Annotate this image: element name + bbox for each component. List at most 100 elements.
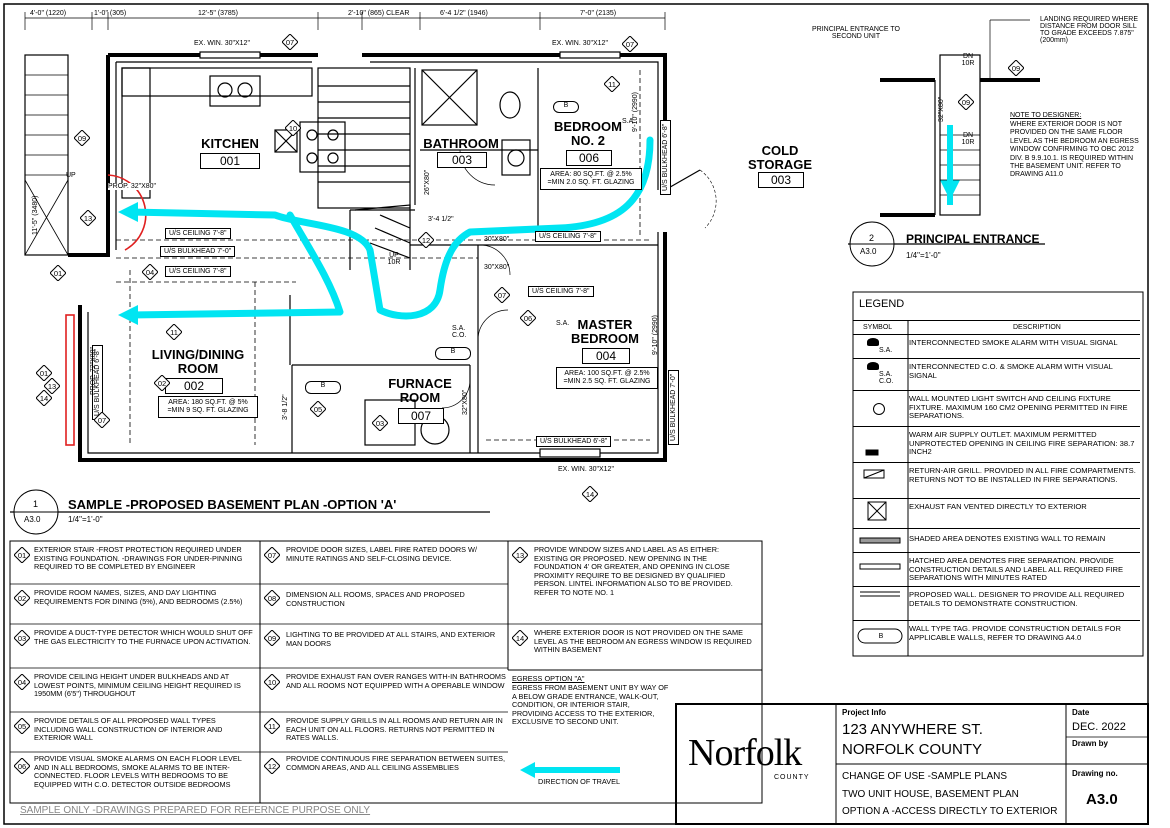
legend-row: EXHAUST FAN VENTED DIRECTLY TO EXTERIOR [853,498,1140,529]
legend-row: WARM AIR SUPPLY OUTLET. MAXIMUM PERMITTE… [853,426,1140,463]
footer-disclaimer: SAMPLE ONLY -DRAWINGS PREPARED FOR REFER… [20,805,371,816]
legend-description: INTERCONNECTED C.O. & SMOKE ALARM WITH V… [909,362,1113,380]
wall-type-tag: B [305,381,341,394]
note-tag-icon: 13 [512,547,528,563]
note-tag-icon: 07 [264,547,280,563]
note-tag-icon: 14 [582,486,598,502]
co-alarm-label: S.A. C.O. [452,325,467,339]
room-number-bedroom2: 006 [566,150,612,166]
legend: LEGEND SYMBOL DESCRIPTION S.A. INTERCONN… [853,292,1143,656]
note-tag-icon: 04 [14,674,30,690]
proposed-wall-icon [853,587,854,588]
project-address-line2: NORFOLK COUNTY [842,741,983,758]
door-size-label: 26"X80" [424,169,431,195]
window-label: EX. WIN. 30"X12" [194,40,250,47]
note-tag-icon: 14 [512,630,528,646]
designer-note-title: NOTE TO DESIGNER: [1010,112,1082,119]
smoke-alarm-label: S.A. [622,118,636,125]
legend-description: HATCHED AREA DENOTES FIRE SEPARATION. PR… [909,556,1124,583]
travel-arrowheads [118,180,960,325]
legend-symbol-header: SYMBOL [863,324,893,331]
legend-row: S.A. INTERCONNECTED SMOKE ALARM WITH VIS… [853,334,1140,359]
note-tag-icon: 11 [604,76,620,92]
entrance-down-label: DN 10R [961,132,975,146]
legend-row: SHADED AREA DENOTES EXISTING WALL TO REM… [853,528,1140,553]
room-name-bathroom: BATHROOM [423,136,499,151]
entrance-ref-number: 2 [869,233,875,243]
note-text: PROVIDE SUPPLY GRILLS IN ALL ROOMS AND R… [286,716,503,743]
note-tag-icon: 05 [310,401,326,417]
note-text: PROVIDE DETAILS OF ALL PROPOSED WALL TYP… [34,716,223,743]
legend-row: S.A. C.O. INTERCONNECTED C.O. & SMOKE AL… [853,358,1140,391]
note-tag-icon: 11 [264,718,280,734]
title-block: Norfolk COUNTY Project Info 123 ANYWHERE… [676,704,1148,824]
note-tag-icon: 04 [142,264,158,280]
note-text: PROVIDE WINDOW SIZES AND LABEL AS AS EIT… [534,545,733,598]
note-tag-icon: 07 [494,287,510,303]
entrance-second-unit-label: PRINCIPAL ENTRANCE TO SECOND UNIT [811,26,901,40]
room-name-cold-storage: COLD STORAGE [747,143,813,172]
dimension-text: 11'-5" (3480) [32,195,39,236]
entrance-scale: 1/4"=1'-0" [906,251,941,260]
note-tag-icon: 01 [50,265,66,281]
dimension-text: 3'-4 1/2" [428,216,454,223]
existing-wall-icon [853,529,854,530]
note-tag-icon: 07 [622,36,638,52]
drawing-description-line1: CHANGE OF USE -SAMPLE PLANS [842,771,1008,782]
legend-symbol-glyphs [857,449,903,644]
room-name-furnace: FURNACE ROOM [388,376,452,405]
note-text: WHERE EXTERIOR DOOR IS NOT PROVIDED ON T… [534,628,752,655]
legend-row: PROPOSED WALL. DESIGNER TO PROVIDE ALL R… [853,586,1140,621]
note-tag-icon: 07 [282,34,298,50]
legend-description: RETURN-AIR GRILL. PROVIDED IN ALL FIRE C… [909,466,1136,484]
room-number-master: 004 [582,348,630,364]
dimension-text: 4'-0" (1220) [30,10,67,17]
drawing-number: A3.0 [1086,791,1118,808]
dimension-text: 7'-0" (2135) [580,10,617,17]
dimension-text: 6'-4 1/2" (1946) [440,10,488,17]
note-tag-icon: 01 [36,365,52,381]
note-tag-icon: 14 [36,390,52,406]
note-tag-icon: 09 [958,94,974,110]
window-label: EX. WIN. 30"X12" [558,466,614,473]
legend-description: WALL MOUNTED LIGHT SWITCH AND CEILING FI… [909,394,1128,421]
note-tag-icon: 06 [14,758,30,774]
note-tag-icon: 10 [264,674,280,690]
note-text: PROVIDE A DUCT-TYPE DETECTOR WHICH WOULD… [34,628,253,646]
dimension-text: 1'-0" (305) [94,10,127,17]
door-size-label: 30"X80" [484,236,510,243]
drawn-by-label: Drawn by [1072,739,1109,748]
legend-symbol-text: S.A. C.O. [879,371,894,385]
door-size-label: 32"X80" [462,389,469,415]
note-tag-icon: 02 [14,590,30,606]
note-tag-icon: 03 [372,415,388,431]
note-text: PROVIDE EXHAUST FAN OVER RANGES WITH-IN … [286,672,506,690]
note-text: LIGHTING TO BE PROVIDED AT ALL STAIRS, A… [286,630,496,648]
wall-type-tag-icon [853,621,854,622]
note-text: PROVIDE CONTINUOUS FIRE SEPARATION BETWE… [286,754,506,772]
entrance-detail-linework [880,19,1040,217]
area-box-master: AREA: 100 SQ.FT. @ 2.5% =MIN 2.5 SQ. FT.… [556,367,658,390]
ceiling-tag: U/S CEILING 7'-8" [165,266,231,277]
legend-desc-header: DESCRIPTION [1013,324,1061,331]
egress-title: EGRESS OPTION "A" [512,674,585,683]
fire-separation-icon [853,553,854,554]
note-text: PROVIDE CEILING HEIGHT UNDER BULKHEADS A… [34,672,241,699]
fire-door-marking [65,174,147,446]
warm-air-outlet-icon [853,427,854,428]
note-tag-icon: 03 [14,630,30,646]
note-tag-icon: 12 [264,758,280,774]
room-name-kitchen: KITCHEN [201,136,259,151]
note-tag-icon: 13 [80,210,96,226]
norfolk-logo: Norfolk [688,732,802,774]
legend-symbol-text: B [878,633,884,640]
bulkhead-tag: U/S BULKHEAD 7'-0" [160,246,236,257]
note-text: PROVIDE ROOM NAMES, SIZES, AND DAY LIGHT… [34,588,243,606]
wall-type-tag: B [553,101,579,113]
room-name-master: MASTER BEDROOM [571,317,639,346]
note-tag-icon: 12 [418,232,434,248]
note-tag-icon: 13 [44,378,60,394]
room-number-kitchen: 001 [200,153,260,169]
direction-of-travel-label: DIRECTION OF TRAVEL [538,777,621,786]
